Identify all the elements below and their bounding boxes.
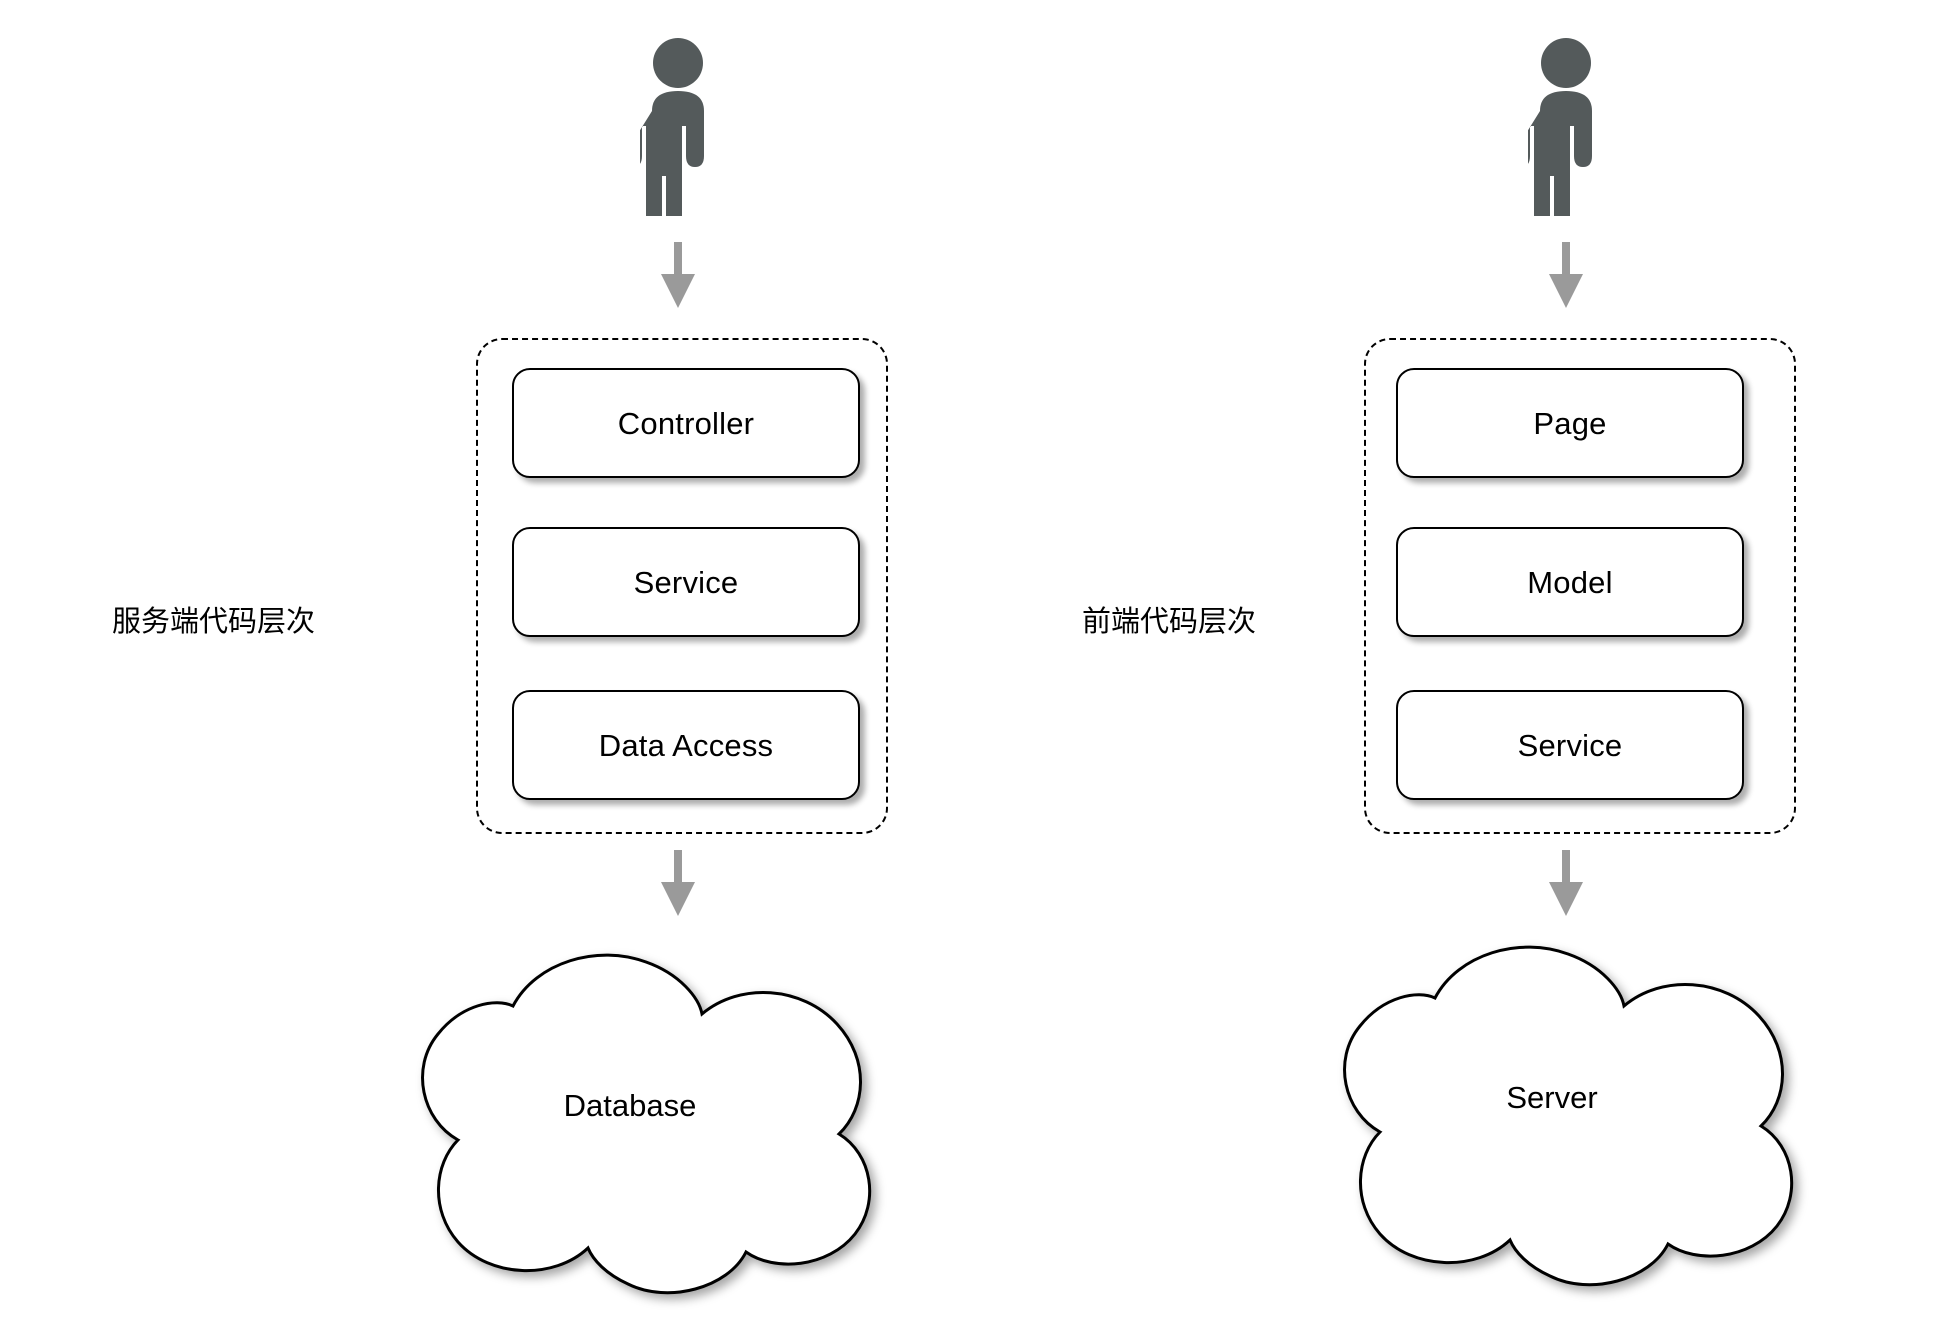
cloud-database[interactable]: Database	[350, 948, 910, 1298]
layer-group-frontend	[1364, 338, 1796, 834]
cloud-server[interactable]: Server	[1272, 940, 1832, 1290]
layer-box-service-backend[interactable]: Service	[512, 527, 860, 637]
layer-box-label: Page	[1533, 405, 1607, 441]
layer-box-label: Controller	[617, 405, 755, 441]
layer-box-label: Data Access	[598, 727, 774, 763]
caption-server-side: 服务端代码层次	[112, 606, 316, 638]
layer-box-label: Service	[1517, 727, 1623, 763]
layer-box-model[interactable]: Model	[1396, 527, 1744, 637]
cloud-label: Database	[563, 1088, 697, 1123]
user-actor-frontend-icon	[1528, 36, 1604, 216]
layer-box-page[interactable]: Page	[1396, 368, 1744, 478]
layer-group-server	[476, 338, 888, 834]
user-actor-server-icon	[640, 36, 716, 216]
arrow-actor-to-layers-frontend	[1544, 242, 1588, 308]
layer-box-data-access[interactable]: Data Access	[512, 690, 860, 800]
layer-box-label: Service	[633, 564, 739, 600]
layer-box-controller[interactable]: Controller	[512, 368, 860, 478]
layer-box-service-frontend[interactable]: Service	[1396, 690, 1744, 800]
cloud-label: Server	[1506, 1080, 1598, 1115]
arrow-actor-to-layers-server	[656, 242, 700, 308]
layer-box-label: Model	[1527, 564, 1613, 600]
arrow-layers-to-database	[656, 850, 700, 916]
caption-front-end: 前端代码层次	[1082, 606, 1257, 638]
arrow-layers-to-server	[1544, 850, 1588, 916]
